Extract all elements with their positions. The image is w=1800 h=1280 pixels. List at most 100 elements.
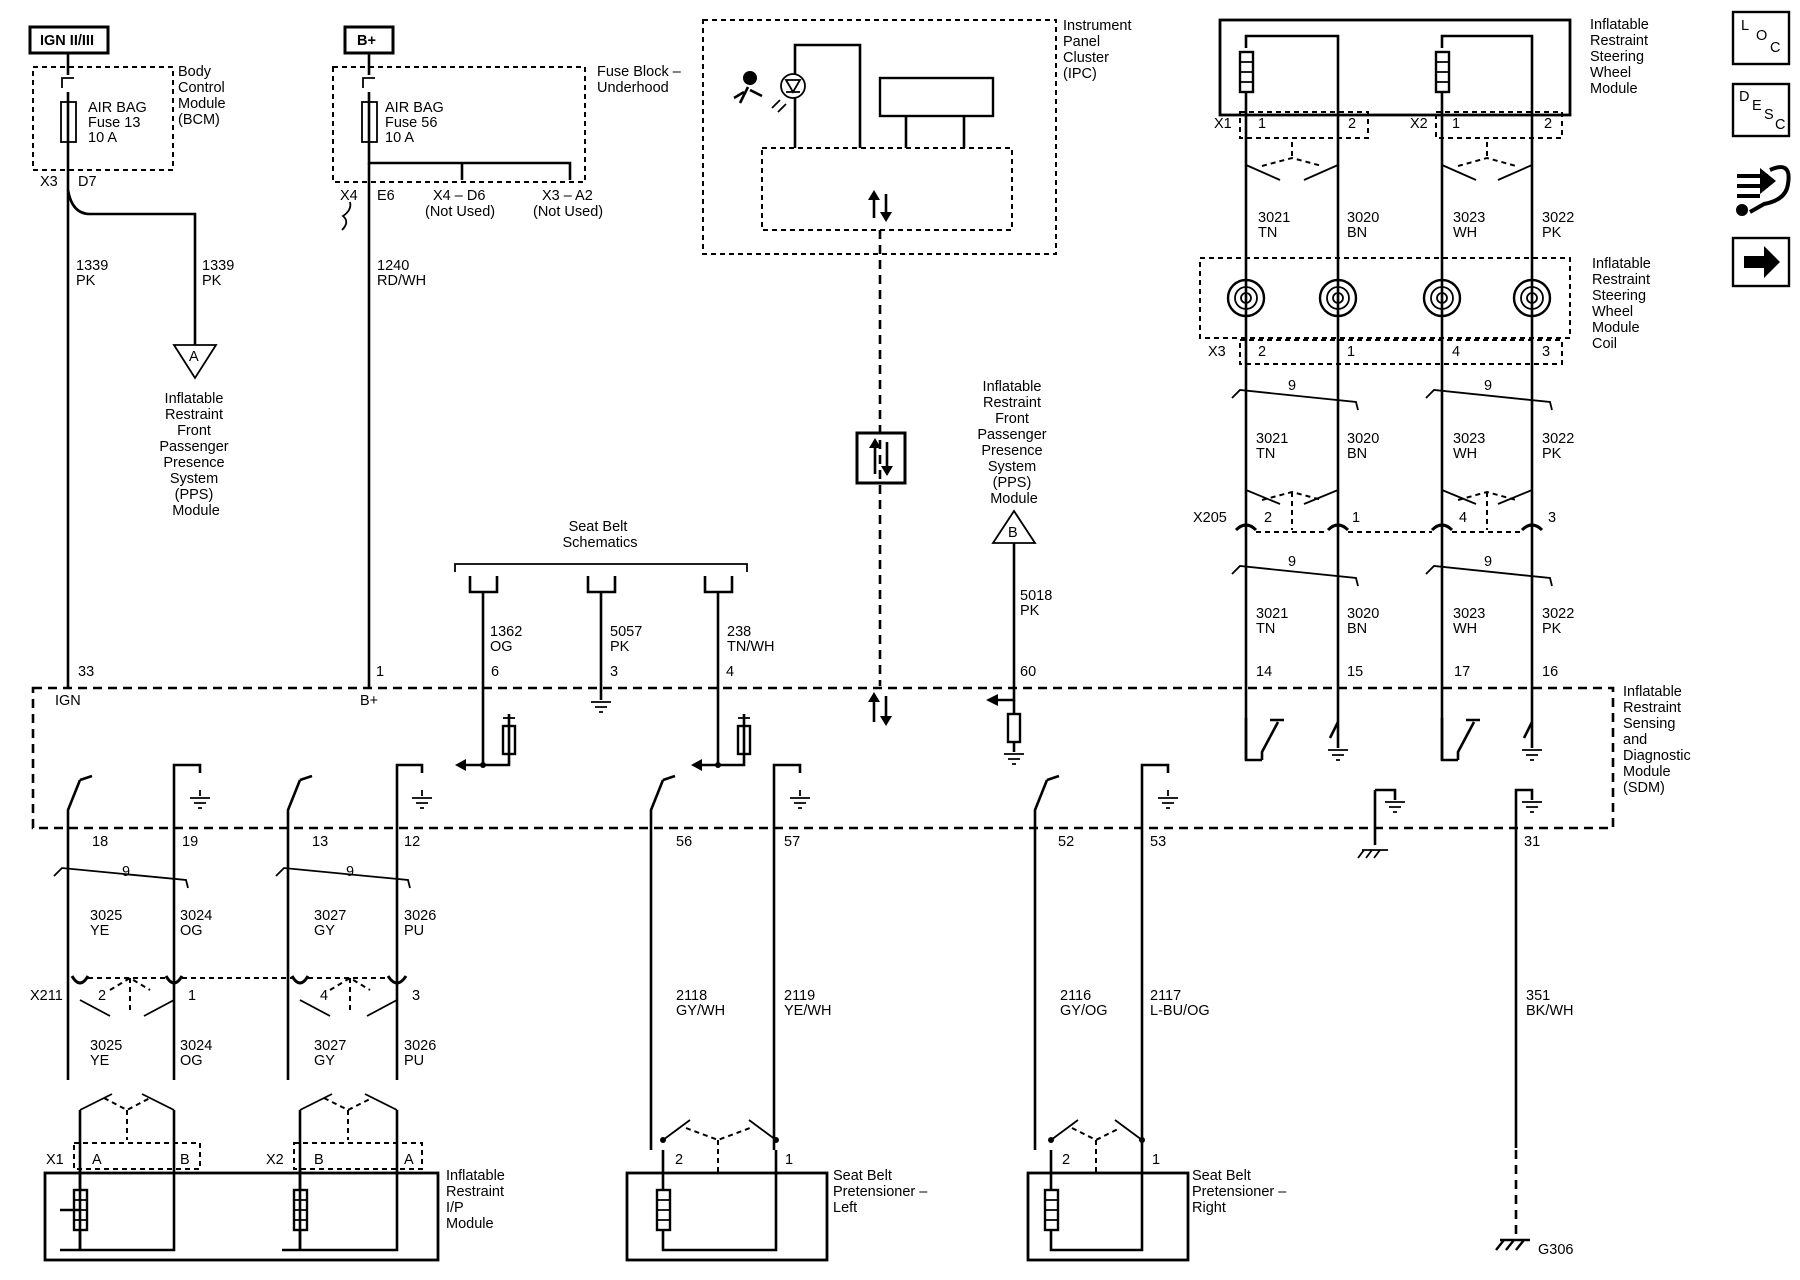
sdm-pin-60: 60: [1020, 664, 1036, 680]
sdm-pin-14: 14: [1256, 664, 1272, 680]
connector-tool-icon[interactable]: [1736, 165, 1791, 216]
pps-a-label: Inflatable Restraint Front Passenger Pre…: [159, 391, 232, 519]
seat-belt-schematics-label: Seat Belt Schematics: [563, 519, 638, 551]
ip-x2-label: X2: [266, 1152, 284, 1168]
ip-module-label: Inflatable Restraint I/P Module: [446, 1168, 509, 1232]
wire-5057-label: 5057 PK: [610, 624, 646, 655]
sw-x3-pin-4: 4: [1452, 344, 1460, 360]
x211-pin-4: 4: [320, 988, 328, 1004]
pr-squib: [1043, 1150, 1144, 1252]
pps-b-label: Inflatable Restraint Front Passenger Pre…: [977, 379, 1050, 507]
sdm-data-arrows-icon: [868, 692, 892, 726]
data-arrows-icon: [868, 190, 892, 222]
pr-conn-pin-1: 1: [1152, 1152, 1160, 1168]
sw-x2-label: X2: [1410, 116, 1428, 132]
sdm-bplus-label: B+: [360, 693, 378, 709]
pl-pin-56: 56: [676, 834, 692, 850]
clockspring-coil-icon: [1226, 278, 1552, 318]
sdm-pin-3: 3: [610, 664, 618, 680]
serial-data-box: [855, 431, 907, 485]
pps-input-5018: [986, 688, 1024, 765]
seat-belt-input-238: [691, 688, 752, 771]
sw-twist-4: 9: [1484, 554, 1492, 570]
desc-icon[interactable]: D E S C: [1731, 82, 1791, 138]
fuse-13: [60, 53, 77, 148]
svg-text:C: C: [1775, 117, 1785, 133]
wire-1339-right: [66, 189, 197, 345]
sw-x2-pin-2: 2: [1544, 116, 1552, 132]
sdm-ign-label: IGN: [55, 693, 81, 709]
sdm-box: [31, 686, 1615, 830]
sdm-pin-17: 17: [1454, 664, 1470, 680]
x205-pin-4: 4: [1459, 510, 1467, 526]
pl-pin-57: 57: [784, 834, 800, 850]
sw-x3-pin-3: 3: [1542, 344, 1550, 360]
sdm-pin-4: 4: [726, 664, 734, 680]
wire-5018-label: 5018 PK: [1020, 588, 1056, 619]
ip-squib-1: [72, 1170, 89, 1250]
pretensioner-left-label: Seat Belt Pretensioner – Left: [833, 1168, 931, 1216]
sw-twist-3: 9: [1288, 554, 1296, 570]
ground-pin-31: 31: [1524, 834, 1540, 850]
pl-squib: [655, 1150, 778, 1252]
x3-a2-label: X3 – A2 (Not Used): [533, 188, 603, 220]
sw-twist-1: 9: [1288, 378, 1296, 394]
fuse-56: [361, 53, 572, 180]
sw-x2-pin-1: 1: [1452, 116, 1460, 132]
wire-238-label: 238 TN/WH: [727, 624, 775, 655]
steering-squib-2: [1434, 34, 1534, 170]
pretensioner-right-box: [1026, 1171, 1190, 1262]
ip-x1-pin-a: A: [92, 1152, 102, 1168]
x205-label: X205: [1193, 510, 1227, 526]
wire-1240-label: 1240 RD/WH: [377, 258, 426, 289]
ref-a-label: A: [189, 349, 199, 365]
pl-conn-pin-2: 2: [675, 1152, 683, 1168]
airbag-lamp-icon: [733, 71, 806, 113]
pr-pin-53: 53: [1150, 834, 1166, 850]
wire-1362-label: 1362 OG: [490, 624, 526, 655]
sw-x3-pin-2: 2: [1258, 344, 1266, 360]
sdm-ip-loops: [66, 763, 1542, 1150]
sw-x1-label: X1: [1214, 116, 1232, 132]
sw-x1-pin-1: 1: [1258, 116, 1266, 132]
sdm-label: Inflatable Restraint Sensing and Diagnos…: [1623, 684, 1695, 796]
sdm-pin-16: 16: [1542, 664, 1558, 680]
pr-pin-52: 52: [1058, 834, 1074, 850]
x211-pin-2: 2: [98, 988, 106, 1004]
fb-connector-x4: X4: [340, 188, 358, 204]
ign-box-label: IGN II/III: [40, 33, 94, 49]
ip-x1-label: X1: [46, 1152, 64, 1168]
ip-pin-12: 12: [404, 834, 420, 850]
pretensioner-right-label: Seat Belt Pretensioner – Right: [1192, 1168, 1290, 1216]
loc-icon[interactable]: L O C: [1731, 10, 1791, 66]
bplus-box-label: B+: [357, 33, 376, 49]
sw-x1-pin-2: 2: [1348, 116, 1356, 132]
ipc-label: Instrument Panel Cluster (IPC): [1063, 18, 1136, 82]
ip-x2-pin-b: B: [314, 1152, 324, 1168]
bcm-connector-x3: X3: [40, 174, 58, 190]
svg-text:L: L: [1741, 18, 1749, 34]
ip-twist-1: 9: [122, 864, 130, 880]
next-arrow-icon[interactable]: [1731, 236, 1791, 288]
ip-twist-2: 9: [346, 864, 354, 880]
x205-pin-1: 1: [1352, 510, 1360, 526]
